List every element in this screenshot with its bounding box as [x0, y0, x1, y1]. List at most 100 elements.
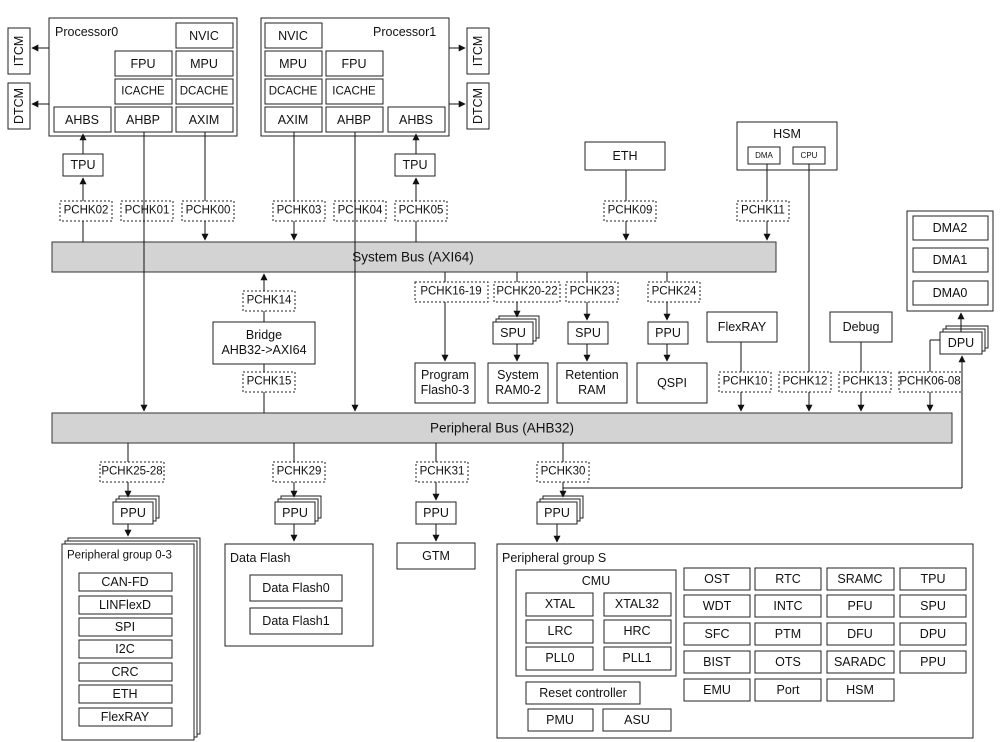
pg03-item: I2C: [115, 641, 135, 656]
hsm-title: HSM: [773, 126, 801, 141]
pg03-item: FlexRAY: [100, 709, 150, 724]
pg03-item-box-3: [78, 639, 173, 659]
cmu-item-box-0: [525, 592, 594, 617]
dtcm-left-label: DTCM: [12, 87, 26, 125]
pgs-grid-item: SARADC: [833, 654, 887, 669]
itcm-left-label: ITCM: [12, 35, 26, 67]
dpu-top-label: DPU: [947, 335, 975, 350]
pgs-grid-item: DFU: [847, 626, 873, 641]
dma-group-box: [906, 210, 994, 312]
retention-ram-label: Retention RAM: [565, 368, 619, 398]
pchk03-label: PCHK03: [276, 204, 322, 217]
pgs-grid-item: OTS: [775, 654, 801, 669]
program-flash-box: [414, 362, 476, 404]
itcm-left-box: [7, 27, 31, 75]
ppu-a-label: PPU: [120, 505, 146, 520]
pgs-grid-item: SFC: [704, 626, 730, 641]
p1-ahbs-box: [387, 106, 446, 133]
p1-icache-label: ICACHE: [332, 85, 376, 98]
pg03-title: Peripheral group 0-3: [67, 549, 172, 562]
pgs-grid-item: DPU: [919, 626, 947, 641]
pg03-item-box-4: [78, 662, 173, 682]
processor0-title: Processor0: [55, 24, 119, 39]
connectors: [31, 44, 966, 543]
retention-ram-line2: RAM: [578, 383, 606, 397]
processor0-box: [48, 17, 238, 137]
reset-controller-label: Reset controller: [539, 685, 627, 700]
pchk-boxes: [59, 200, 963, 483]
p0-nvic-label: NVIC: [189, 28, 219, 43]
pchk11-label: PCHK11: [741, 204, 785, 217]
pgs-grid-item: OST: [704, 571, 730, 586]
retention-ram-line1: Retention: [565, 368, 619, 382]
itcm-right-label: ITCM: [471, 35, 485, 67]
p0-nvic-box: [175, 22, 234, 49]
data-flash-item: Data Flash1: [262, 613, 330, 628]
pg03-item: ETH: [112, 686, 138, 701]
gtm-box: [396, 542, 476, 570]
cmu-title: CMU: [581, 573, 611, 588]
hsm-cpu-label: CPU: [800, 151, 818, 160]
flexray-top-label: FlexRAY: [717, 319, 767, 334]
p0-icache-label: ICACHE: [121, 85, 165, 98]
p0-dcache-label: DCACHE: [179, 85, 229, 98]
cmu-box: [515, 569, 677, 677]
pg03-item-box-0: [78, 572, 173, 592]
p1-dcache-label: DCACHE: [268, 85, 318, 98]
spu-b-label: SPU: [575, 325, 601, 340]
peripheral-group-s-box: [496, 543, 974, 739]
tpu-right-label: TPU: [402, 157, 428, 172]
pgs-grid-item: PFU: [847, 598, 873, 613]
p1-ahbs-label: AHBS: [398, 112, 434, 127]
pchk14-label: PCHK14: [246, 294, 292, 307]
system-ram-line2: RAM0-2: [495, 383, 541, 397]
pchk02-label: PCHK02: [63, 204, 109, 217]
peripheral-bus: [51, 412, 953, 444]
hsm-dma-box: [747, 146, 781, 165]
p1-mpu-box: [264, 50, 323, 77]
p1-nvic-box: [264, 22, 323, 49]
dma0-box: [912, 280, 989, 306]
pgs-grid-boxes: [683, 567, 967, 702]
pgs-grid-item: PTM: [774, 626, 802, 641]
hsm-dma-label: DMA: [755, 151, 773, 160]
dtcm-left-box: [7, 82, 31, 130]
cmu-item: HRC: [623, 623, 651, 638]
p0-fpu-label: FPU: [130, 56, 156, 71]
pgs-grid-item: TPU: [920, 571, 946, 586]
p0-fpu-box: [114, 50, 173, 77]
pchk29-label: PCHK29: [276, 465, 322, 478]
p1-fpu-box: [325, 50, 384, 77]
ppu-d-label: PPU: [544, 505, 570, 520]
p1-ahbp-label: AHBP: [336, 112, 372, 127]
system-bus-label: System Bus (AXI64): [352, 249, 474, 265]
ppu-b-label: PPU: [282, 505, 308, 520]
reset-controller-box: [525, 681, 641, 705]
p0-ahbs-box: [53, 106, 112, 133]
dma2-box: [912, 215, 989, 241]
cmu-item-box-1: [603, 592, 672, 617]
system-bus: [51, 241, 777, 273]
pg03-item-box-2: [78, 617, 173, 637]
ppu-top-label: PPU: [655, 325, 681, 340]
pchk31-label: PCHK31: [419, 465, 465, 478]
pchk05-label: PCHK05: [398, 204, 444, 217]
pg03-item: LINFlexD: [98, 597, 152, 612]
cmu-item: PLL1: [622, 650, 652, 665]
processor1-title: Processor1: [373, 24, 437, 39]
asu-box: [602, 708, 672, 732]
ppu-c-label: PPU: [423, 505, 449, 520]
program-flash-label: Program Flash0-3: [421, 368, 470, 398]
dma1-label: DMA1: [932, 252, 968, 267]
pchk00-label: PCHK00: [185, 204, 231, 217]
pg03-item: CAN-FD: [101, 574, 149, 589]
p1-icache-box: [325, 78, 384, 105]
pchk06-08-label: PCHK06-08: [899, 375, 961, 388]
bridge-label: Bridge AHB32->AXI64: [221, 328, 306, 358]
cmu-item: LRC: [547, 623, 573, 638]
ppu-a-box: [112, 501, 154, 525]
hsm-box: [736, 121, 838, 171]
p1-mpu-label: MPU: [279, 56, 307, 71]
system-ram-box: [487, 362, 549, 404]
